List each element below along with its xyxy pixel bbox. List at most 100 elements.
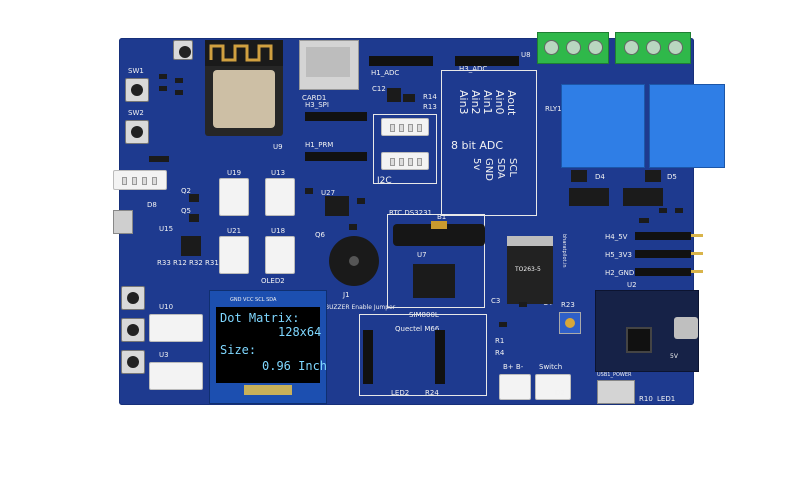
label-r31: R31 bbox=[205, 259, 219, 267]
label-c3: C3 bbox=[491, 297, 501, 305]
label-r32: R32 bbox=[189, 259, 203, 267]
label-h1-adc: H1_ADC bbox=[371, 69, 400, 77]
header-h2 bbox=[635, 268, 691, 276]
label-u27: U27 bbox=[321, 189, 336, 197]
label-h4-5v: H4_5V bbox=[605, 233, 628, 241]
i2c-connector-2 bbox=[381, 152, 429, 170]
label-u21: U21 bbox=[227, 227, 242, 235]
label-h2-gnd: H2_GND bbox=[605, 269, 635, 277]
label-r4: R4 bbox=[495, 349, 505, 357]
connector-u18 bbox=[265, 236, 295, 274]
antenna-trace-icon bbox=[209, 44, 273, 62]
oled-flex-cable bbox=[244, 385, 292, 395]
label-r23: R23 bbox=[561, 301, 575, 309]
switch-connector bbox=[535, 374, 571, 400]
header-h1-prm bbox=[305, 152, 367, 161]
oled-screen: Dot Matrix: 128x64 Size: 0.96 Inch bbox=[216, 307, 327, 383]
connector-u10 bbox=[149, 314, 203, 342]
label-rly1: RLY1 bbox=[545, 105, 562, 113]
usb-power-port bbox=[597, 380, 635, 404]
label-u15: U15 bbox=[159, 225, 174, 233]
relay-1 bbox=[561, 84, 645, 168]
label-u9: U9 bbox=[273, 143, 283, 151]
label-r24: R24 bbox=[425, 389, 439, 397]
label-sim800l: SIM800L bbox=[409, 311, 439, 319]
adc-line-5: Ain3 bbox=[457, 90, 470, 115]
relay-driver-2 bbox=[623, 188, 663, 206]
regulator-u27 bbox=[325, 196, 349, 216]
label-led2: LED2 bbox=[391, 389, 410, 397]
screw-terminal-1 bbox=[537, 32, 609, 64]
label-d2: D2 bbox=[555, 389, 565, 397]
regulator-to263: TO263-5 bbox=[507, 236, 553, 304]
label-oled2: OLED2 bbox=[261, 277, 285, 285]
quectel-header-right bbox=[435, 330, 445, 384]
label-u19: U19 bbox=[227, 169, 242, 177]
label-q2: Q2 bbox=[181, 187, 191, 195]
label-j1: J1 bbox=[343, 291, 350, 299]
label-switch: Switch bbox=[539, 363, 563, 371]
label-d4: D4 bbox=[595, 173, 605, 181]
label-h5-3v3: H5_3V3 bbox=[605, 251, 632, 259]
header-h3-adc bbox=[455, 56, 519, 66]
label-r1: R1 bbox=[495, 337, 505, 345]
power-module: 5V bbox=[595, 290, 699, 372]
usb-connector-left bbox=[113, 210, 133, 234]
side-connector bbox=[113, 170, 167, 190]
buzzer bbox=[329, 236, 379, 286]
label-r14: R14 bbox=[423, 93, 437, 101]
label-r13: R13 bbox=[423, 103, 437, 111]
battery-connector bbox=[499, 374, 531, 400]
label-u3: U3 bbox=[159, 351, 169, 359]
adc-pin-sda: SDA bbox=[495, 158, 506, 179]
label-u8: U8 bbox=[521, 51, 531, 59]
label-r10: R10 bbox=[639, 395, 653, 403]
adc-line-4: Ain2 bbox=[469, 90, 482, 115]
label-q6: Q6 bbox=[315, 231, 325, 239]
label-quectel: Quectel M66 bbox=[395, 325, 440, 333]
adc-line-1: Aout bbox=[505, 90, 518, 116]
quectel-outline bbox=[359, 314, 487, 396]
esp32-antenna bbox=[205, 40, 283, 66]
label-sw2: SW2 bbox=[128, 109, 144, 117]
side-button-1 bbox=[121, 286, 145, 310]
label-b1: B1 bbox=[437, 213, 447, 221]
diode-d4-pkg bbox=[571, 170, 587, 182]
label-r33: R33 bbox=[157, 259, 171, 267]
label-d8: D8 bbox=[147, 201, 157, 209]
oled-module: GND VCC SCL SDA Dot Matrix: 128x64 Size:… bbox=[209, 290, 327, 404]
usb-c-port bbox=[674, 317, 698, 339]
label-to263: TO263-5 bbox=[515, 266, 541, 273]
sd-card-slot bbox=[299, 40, 359, 90]
label-5v: 5V bbox=[670, 353, 678, 360]
adc-pin-scl: SCL bbox=[507, 158, 518, 177]
label-h3-adc: H3_ADC bbox=[459, 65, 488, 73]
adc-pin-5v: 5v bbox=[471, 158, 482, 171]
screw-terminal-2 bbox=[615, 32, 691, 64]
header-h1-adc bbox=[369, 56, 433, 66]
relay-2 bbox=[649, 84, 725, 168]
label-u7: U7 bbox=[417, 251, 427, 259]
esp32-shield-can bbox=[213, 70, 275, 128]
header-h3-spi bbox=[305, 112, 367, 121]
label-buzzer: BUZZER Enable Jumper bbox=[325, 304, 396, 311]
label-d5: D5 bbox=[667, 173, 677, 181]
label-card1: CARD1 bbox=[302, 94, 327, 102]
rtc-outline bbox=[387, 214, 485, 308]
header-h5 bbox=[635, 250, 691, 258]
i2c-connector-1 bbox=[381, 118, 429, 136]
adc-module-outline bbox=[441, 70, 537, 216]
relay-driver-1 bbox=[569, 188, 609, 206]
diode-d5-pkg bbox=[645, 170, 661, 182]
label-c12: C12 bbox=[372, 85, 386, 93]
label-usb-power: USB1_POWER bbox=[597, 372, 632, 378]
header-h4 bbox=[635, 232, 691, 240]
pcb-board: SW1 SW2 U9 CARD1 H1_ADC H3_ADC U8 C12 bbox=[113, 32, 725, 405]
connector-u13 bbox=[265, 178, 295, 216]
adc-line-2: Ain0 bbox=[493, 90, 506, 115]
oled-pin-header: GND VCC SCL SDA bbox=[230, 297, 277, 303]
oled-dot-label: Dot Matrix: bbox=[220, 311, 300, 325]
quectel-header-left bbox=[363, 330, 373, 384]
label-u18: U18 bbox=[271, 227, 286, 235]
i2c-outline bbox=[373, 114, 437, 184]
